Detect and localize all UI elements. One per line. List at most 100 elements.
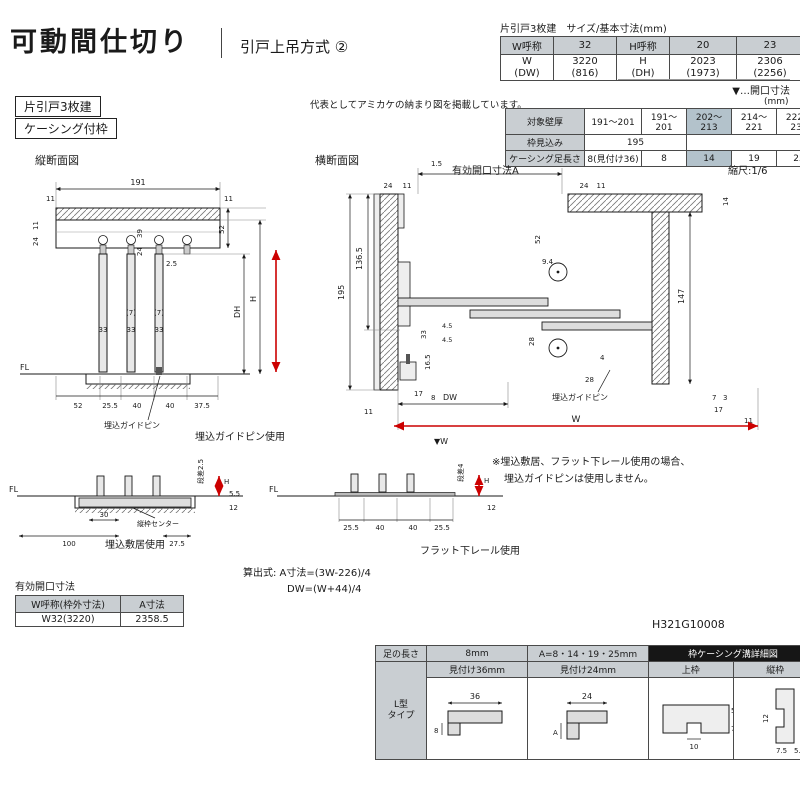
wall-cell: 枠見込み <box>505 134 585 151</box>
dim-label: (7) <box>126 309 136 317</box>
dim-label: 33 <box>155 326 164 334</box>
door-panel <box>124 475 133 497</box>
page-subtitle: 引戸上吊方式 ② <box>240 38 349 56</box>
dim-label: 11 <box>46 195 55 203</box>
dim-label: 12 <box>487 504 496 512</box>
dim-label: DH <box>233 306 242 318</box>
dim-label: 17 <box>414 390 423 398</box>
dim-label: 25.5 <box>102 402 118 410</box>
floor-level-label: FL <box>9 485 19 494</box>
dim-label: 24 <box>582 692 592 701</box>
dim-label: ▼W <box>434 437 448 446</box>
wall-cell: 195 <box>584 134 687 151</box>
dim-label: W <box>572 415 581 425</box>
dim-label: 5.5 <box>731 707 733 715</box>
opening-cell: W呼称(枠外寸法) <box>15 595 121 613</box>
door-panel <box>397 297 549 307</box>
wall-table-note: 代表としてアミカケの納まり図を掲載しています。 <box>310 100 527 111</box>
door-panel <box>406 473 415 493</box>
dim-label: 33 <box>99 326 108 334</box>
dim-label: 25.5 <box>343 524 359 532</box>
dim-label: 縦枠センター <box>137 519 179 528</box>
size-cell: 3220 (816) <box>553 54 617 81</box>
dim-label: 4 <box>600 354 605 362</box>
dim-label: 5.5 <box>229 490 240 498</box>
size-cell: W呼称 <box>500 36 554 55</box>
dim-label: 33 <box>420 330 428 339</box>
usage-note-line2: 埋込ガイドピンは使用しません。 <box>504 474 654 485</box>
door-panel <box>152 475 161 497</box>
dim-label: 24 <box>580 182 589 190</box>
dim-label: 17 <box>714 406 723 414</box>
dim-label: 191 <box>130 178 145 187</box>
profile-cell: 縦枠 <box>732 661 800 678</box>
dim-label: 52 <box>74 402 83 410</box>
hanger-roller <box>182 235 192 245</box>
top-frame-groove-drawing: 10 7.5 5.5 <box>662 704 733 751</box>
profile-cell: 枠ケーシング溝詳細図 <box>648 645 800 662</box>
guide-pin-usage-caption: 埋込ガイドピン使用 <box>195 432 285 443</box>
door-panel <box>96 475 105 497</box>
profile-drawing-cell: 24 A <box>527 677 649 760</box>
dim-label: 10 <box>690 743 699 751</box>
size-cell: 23 <box>736 36 800 55</box>
flat-rail-detail-drawing: FL 段差4 H 12 25.5 40 40 25.5 <box>269 463 503 532</box>
guide-pin <box>156 367 162 375</box>
effective-opening-block: 有効開口寸法 W呼称(枠外寸法) A寸法 W32(3220) 2358.5 <box>15 578 184 627</box>
wall-cell: 191～201 <box>641 108 687 135</box>
profile-drawing-cell: 36 8 <box>426 677 528 760</box>
profile-cell: 足の長さ <box>375 645 427 662</box>
wall-cell: 191～201 <box>584 108 642 135</box>
dim-label: 3 <box>723 394 727 402</box>
size-cell: 2023 (1973) <box>669 54 737 81</box>
profile-cell: 8mm <box>426 645 528 662</box>
dim-label: 11 <box>364 408 373 416</box>
size-table-title: 片引戸3枚建 サイズ/基本寸法(mm) <box>500 24 667 35</box>
dim-label: 27.5 <box>169 540 185 548</box>
dim-label: 8 <box>431 394 435 402</box>
vertical-section-drawing: 191 11 11 11 24 39 24 2.5 (7) (7) 33 33 … <box>20 178 281 430</box>
dim-label: H <box>484 477 489 485</box>
dim-label: 14 <box>722 197 730 206</box>
dim-label: 37.5 <box>194 402 210 410</box>
dim-label: 7.5 <box>776 747 787 755</box>
drawing-number: H321G10008 <box>652 618 725 631</box>
dim-label: 40 <box>409 524 418 532</box>
formula-block: 算出式: A寸法=(3W-226)/4 DW=(W+44)/4 <box>243 566 371 598</box>
door-type-badge: 片引戸3枚建 <box>15 96 101 117</box>
wall-cell: 222～232 <box>776 108 800 135</box>
wall-cell: ケーシング足長さ <box>505 150 585 167</box>
profile-row-label: L型 タイプ <box>375 661 427 760</box>
profile-cell: 見付け24mm <box>527 661 649 678</box>
dim-label: 39 <box>136 229 144 238</box>
horizontal-section-label: 横断面図 <box>315 154 359 167</box>
dim-label: 4.5 <box>442 336 452 344</box>
dim-label: 36 <box>470 692 480 701</box>
door-panel <box>98 253 108 373</box>
dim-label: 4.5 <box>442 322 452 330</box>
formula-line1: 算出式: A寸法=(3W-226)/4 <box>243 568 371 579</box>
dim-label: 11 <box>32 221 40 230</box>
guide-pin <box>406 354 410 364</box>
dim-label: 8 <box>434 727 438 735</box>
wall-cell: 8(見付け36) <box>584 150 642 167</box>
dim-label: 52 <box>218 225 226 234</box>
dim-label: 段差2.5 <box>196 459 205 484</box>
dim-label: 1.5 <box>431 160 442 168</box>
guide-pin-label: 埋込ガイドピン <box>104 420 160 430</box>
embedded-sill <box>78 497 192 508</box>
vertical-section-label: 縦断面図 <box>35 154 79 167</box>
embedded-sill-caption: 埋込敷居使用 <box>105 540 165 551</box>
dim-label: 100 <box>62 540 75 548</box>
wall-table-unit: (mm) <box>764 97 789 107</box>
hanger-roller <box>98 235 108 245</box>
casing-profile-table: 足の長さ 8mm A=8・14・19・25mm 枠ケーシング溝詳細図 L型 タイ… <box>375 645 800 760</box>
dim-label: 28 <box>585 376 594 384</box>
page-title: 可動間仕切り <box>10 27 190 58</box>
dim-label: 11 <box>224 195 233 203</box>
door-panel <box>469 309 621 319</box>
flat-rail <box>334 492 456 497</box>
dim-label: 25.5 <box>434 524 450 532</box>
dim-label: 段差4 <box>456 463 465 482</box>
